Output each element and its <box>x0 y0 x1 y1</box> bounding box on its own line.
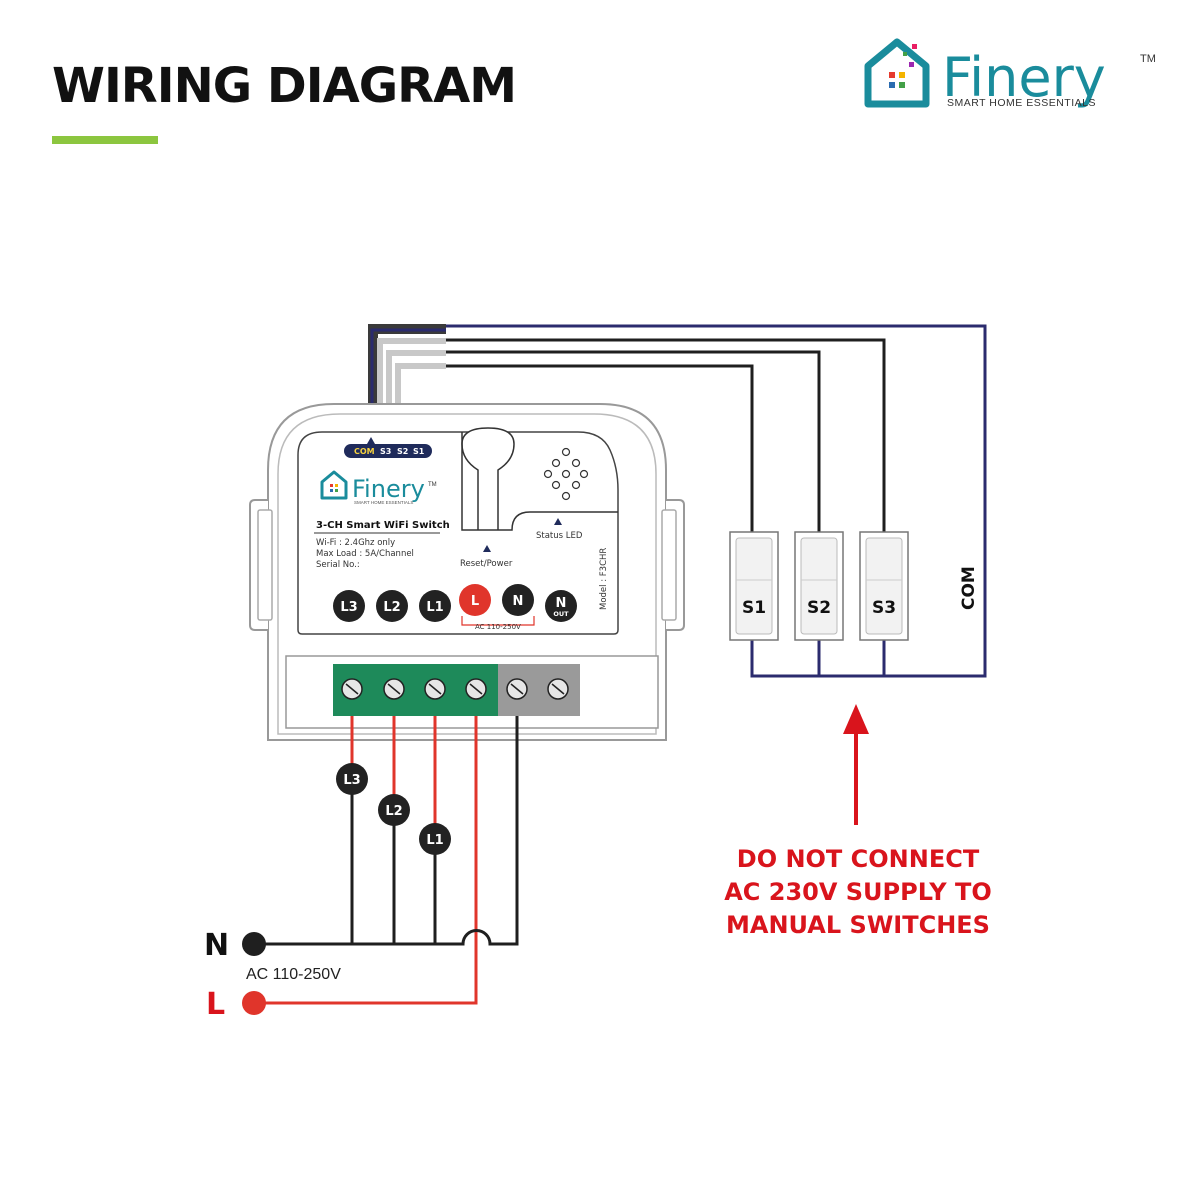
terminal-screws <box>341 678 569 700</box>
strip-s1-label: S1 <box>413 447 425 456</box>
device-house-icon <box>320 470 348 500</box>
live-label: L <box>206 987 225 1022</box>
reset-power-label: Reset/Power <box>460 559 513 569</box>
device-brand-name: Finery <box>352 475 425 503</box>
s1-wire <box>446 364 754 532</box>
svg-text:L3: L3 <box>343 773 360 788</box>
neutral-supply-point <box>242 932 266 956</box>
reset-arrow-icon <box>483 545 491 552</box>
brand-tagline: SMART HOME ESSENTIALS <box>947 97 1096 109</box>
s2-wire <box>446 350 821 532</box>
port-arrow-icon <box>367 437 375 444</box>
manual-switch-s3: S3 <box>859 531 909 641</box>
device-tagline: SMART HOME ESSENTIALS <box>354 500 413 505</box>
neutral-supply-wire <box>254 716 519 946</box>
terminal-live: L <box>459 584 491 616</box>
spec-wifi: Wi-Fi : 2.4Ghz only <box>316 538 395 548</box>
svg-text:L: L <box>471 594 479 609</box>
svg-text:L2: L2 <box>383 600 400 615</box>
status-led-arrow-icon <box>554 518 562 525</box>
status-led-label: Status LED <box>536 531 583 541</box>
svg-text:L3: L3 <box>340 600 357 615</box>
wire-label-l2: L2 <box>378 794 410 826</box>
supply-voltage-label: AC 110-250V <box>246 966 341 983</box>
neutral-label: N <box>204 928 229 963</box>
status-led-dots <box>543 447 589 501</box>
svg-text:S1: S1 <box>742 598 766 618</box>
spec-max-load: Max Load : 5A/Channel <box>316 549 414 559</box>
strip-com-label: COM <box>354 447 375 456</box>
strip-s3-label: S3 <box>380 447 391 456</box>
wire-label-l3: L3 <box>336 763 368 795</box>
brand-logo: Finery TM SMART HOME ESSENTIALS <box>864 38 1156 109</box>
device-ac-range: AC 110-250V <box>475 623 521 631</box>
switch-cable-bundle <box>368 324 446 404</box>
warning-line-1: DO NOT CONNECT <box>737 845 980 873</box>
wire-label-l1: L1 <box>419 823 451 855</box>
terminal-l3: L3 <box>333 590 365 622</box>
smart-switch-module: Status LED Reset/Power COM S3 S2 S1 Fine… <box>249 403 685 741</box>
terminal-neutral: N <box>502 584 534 616</box>
spec-serial-no: Serial No.: <box>316 560 360 570</box>
page-title: WIRING DIAGRAM <box>52 58 516 114</box>
svg-text:L1: L1 <box>426 833 443 848</box>
svg-text:OUT: OUT <box>553 610 569 618</box>
svg-text:S3: S3 <box>872 598 896 618</box>
strip-s2-label: S2 <box>397 447 408 456</box>
terminal-neutral-out: N OUT <box>545 590 577 622</box>
house-icon <box>864 38 930 108</box>
live-supply-wire <box>254 716 478 1005</box>
live-supply-point <box>242 991 266 1015</box>
svg-text:S2: S2 <box>807 598 831 618</box>
warning-arrow-icon <box>843 704 869 825</box>
warning-line-2: AC 230V SUPPLY TO <box>724 878 992 906</box>
svg-text:L2: L2 <box>385 804 402 819</box>
manual-switch-s1: S1 <box>729 531 779 641</box>
svg-text:L1: L1 <box>426 600 443 615</box>
s3-wire <box>446 338 886 532</box>
terminal-l1: L1 <box>419 590 451 622</box>
manual-switch-s2: S2 <box>794 531 844 641</box>
com-label: COM <box>959 566 979 610</box>
warning-line-3: MANUAL SWITCHES <box>726 911 990 939</box>
title-underline <box>52 136 158 144</box>
switch-port-strip <box>344 444 432 458</box>
trademark-mark: TM <box>1140 53 1156 65</box>
model-label: Model : F3CHR <box>599 548 609 610</box>
svg-text:N: N <box>556 596 567 611</box>
svg-text:N: N <box>513 594 524 609</box>
device-trademark: TM <box>428 482 437 488</box>
com-wire <box>446 324 987 678</box>
device-title: 3-CH Smart WiFi Switch <box>316 520 450 531</box>
terminal-l2: L2 <box>376 590 408 622</box>
brand-name: Finery <box>942 46 1106 109</box>
